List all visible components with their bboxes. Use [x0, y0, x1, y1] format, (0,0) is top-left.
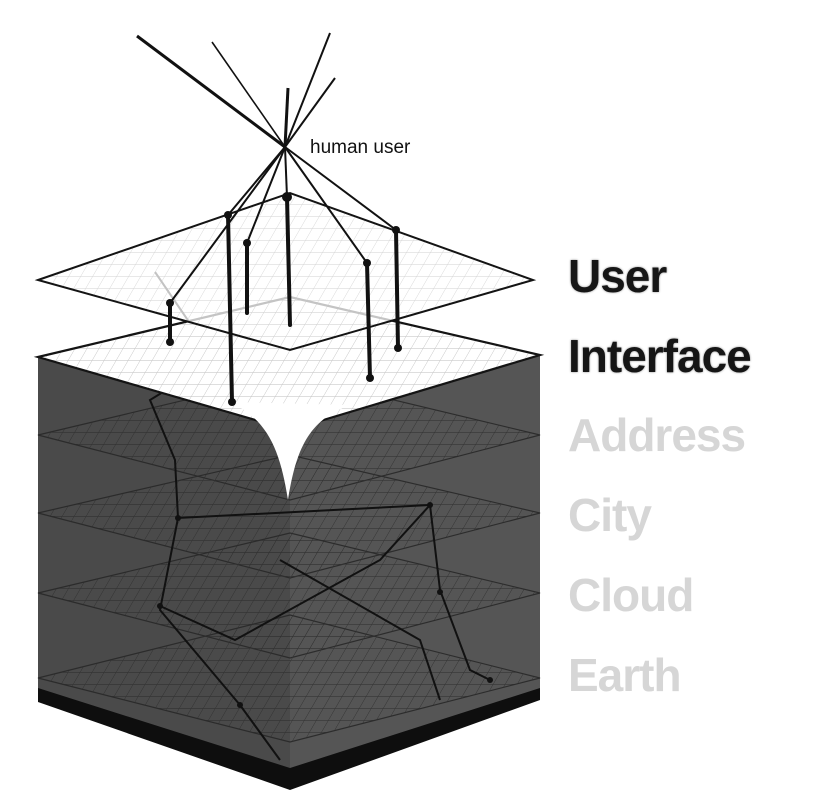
human-user-label: human user: [310, 137, 411, 158]
layer-label-cloud: Cloud: [568, 569, 694, 621]
layer-label-address: Address: [568, 409, 746, 461]
human-user-figure: [136, 32, 397, 304]
layer-label-city: City: [568, 489, 652, 541]
layer-label-user: User: [568, 250, 667, 302]
connection-nodes: [157, 502, 493, 708]
pillars: [168, 195, 400, 404]
layer-label-interface: Interface: [568, 330, 752, 382]
layer-plane-earth: [37, 614, 541, 743]
cube-base: [38, 688, 540, 790]
user-layer-grid: [34, 191, 537, 352]
funnel-shape: [230, 402, 350, 500]
layer-label-earth: Earth: [568, 649, 682, 701]
